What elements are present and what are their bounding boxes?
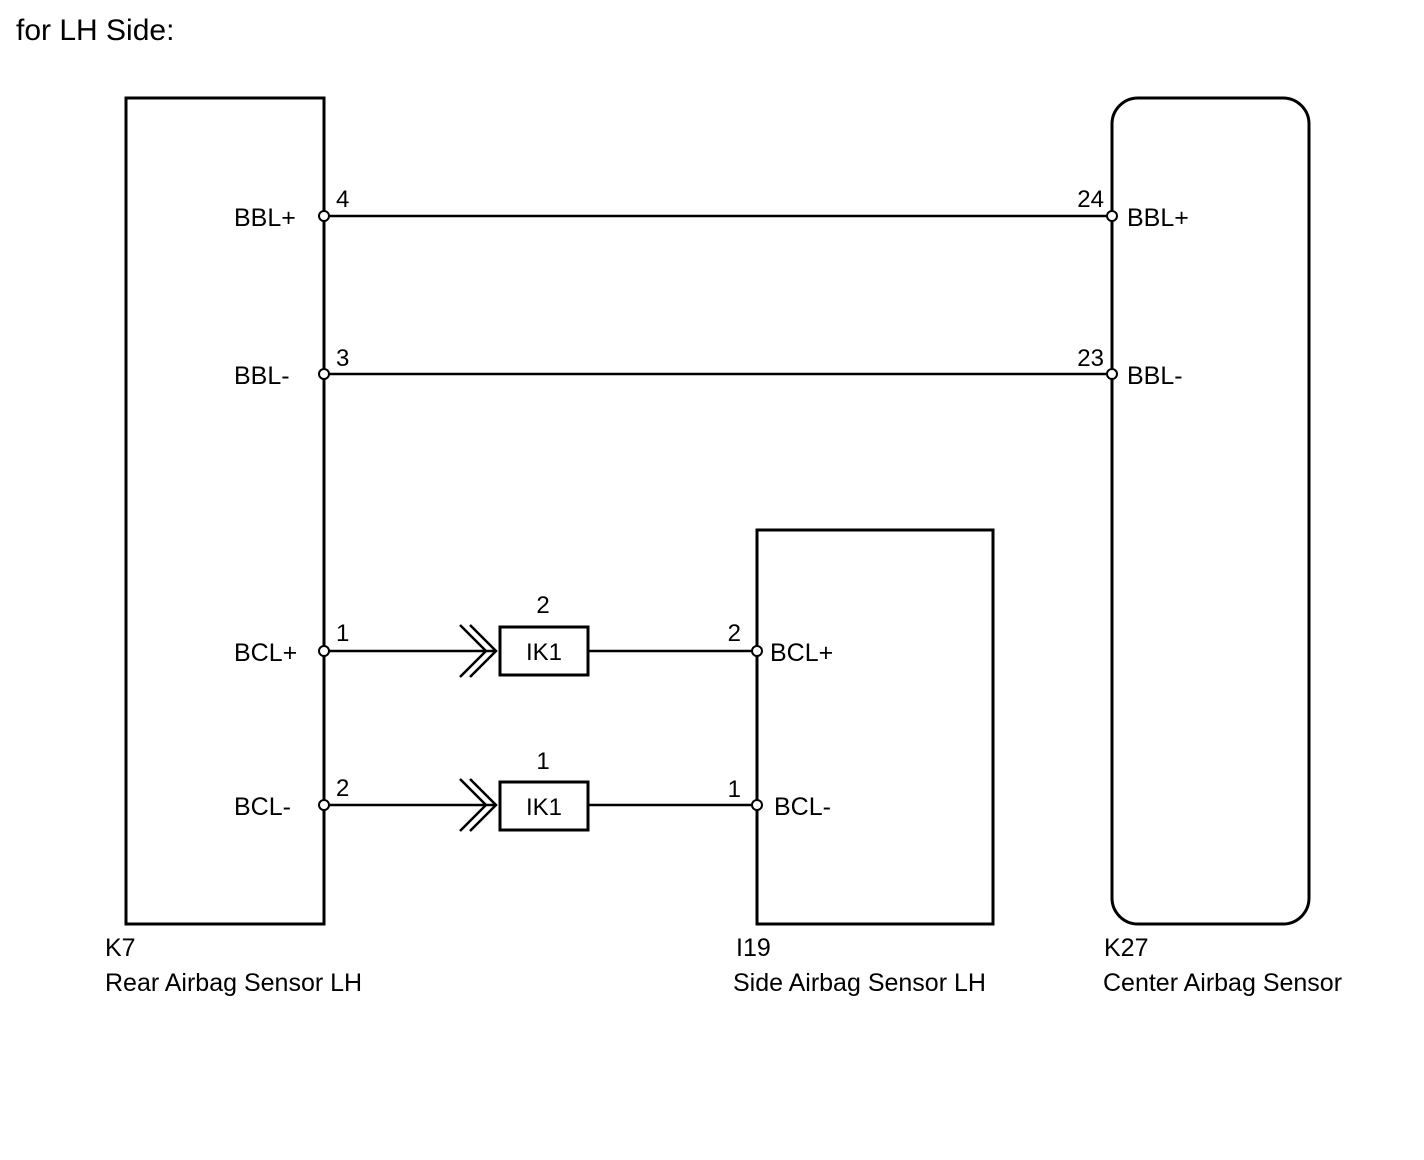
k27-pin-label-bbl-minus: BBL- [1127, 362, 1183, 390]
k7-name: Rear Airbag Sensor LH [105, 969, 362, 997]
k7-pin-label-bcl-plus: BCL+ [234, 639, 297, 667]
k7-pin-label-bbl-plus: BBL+ [234, 204, 296, 232]
k7-rear-airbag-sensor: BBL+ BBL- BCL+ BCL- 4 3 1 2 K7 Rear Airb… [105, 96, 362, 997]
terminal-circle-icon [318, 210, 330, 222]
i19-pin-number: 2 [728, 620, 741, 647]
k27-box [1110, 96, 1311, 926]
k7-pin-number: 2 [336, 775, 349, 802]
k7-pin-number: 3 [336, 345, 349, 372]
terminal-circle-icon [318, 799, 330, 811]
i19-name: Side Airbag Sensor LH [733, 969, 986, 997]
connector-box [498, 625, 590, 677]
terminal-circle-icon [1106, 210, 1118, 222]
connector-box [498, 780, 590, 832]
connector-code: IK1 [526, 639, 562, 666]
i19-pin-label-bcl-plus: BCL+ [770, 639, 833, 667]
k7-pin-label-bcl-minus: BCL- [234, 793, 291, 821]
i19-code: I19 [736, 934, 771, 962]
k7-pin-number: 1 [336, 620, 349, 647]
k7-code: K7 [105, 934, 136, 962]
k7-box [124, 96, 326, 926]
i19-box [755, 528, 995, 926]
connector-chevron-icon [469, 624, 498, 678]
k27-code: K27 [1104, 934, 1148, 962]
terminal-circle-icon [751, 645, 763, 657]
connector-ik1-lower: IK1 1 [459, 748, 590, 832]
k27-pin-number: 24 [1077, 186, 1104, 213]
i19-pin-label-bcl-minus: BCL- [774, 793, 831, 821]
k27-center-airbag-sensor: BBL+ BBL- 24 23 K27 Center Airbag Sensor [1077, 96, 1342, 997]
connector-chevron-icon [459, 624, 488, 678]
terminal-circle-icon [751, 799, 763, 811]
k7-pin-label-bbl-minus: BBL- [234, 362, 290, 390]
connector-chevron-icon [469, 778, 498, 832]
connector-ik1-upper: IK1 2 [459, 592, 590, 678]
connector-pin-number: 1 [536, 748, 549, 775]
k27-pin-number: 23 [1077, 345, 1104, 372]
diagram-title: for LH Side: [16, 14, 174, 47]
k7-pin-number: 4 [336, 186, 349, 213]
terminal-circle-icon [1106, 368, 1118, 380]
terminal-circle-icon [318, 645, 330, 657]
terminal-circle-icon [318, 368, 330, 380]
connector-pin-number: 2 [536, 592, 549, 619]
k27-pin-label-bbl-plus: BBL+ [1127, 204, 1189, 232]
i19-side-airbag-sensor: BCL+ BCL- 2 1 I19 Side Airbag Sensor LH [728, 528, 995, 997]
k27-name: Center Airbag Sensor [1103, 969, 1342, 997]
connector-chevron-icon [459, 778, 488, 832]
i19-pin-number: 1 [728, 776, 741, 803]
connector-code: IK1 [526, 794, 562, 821]
